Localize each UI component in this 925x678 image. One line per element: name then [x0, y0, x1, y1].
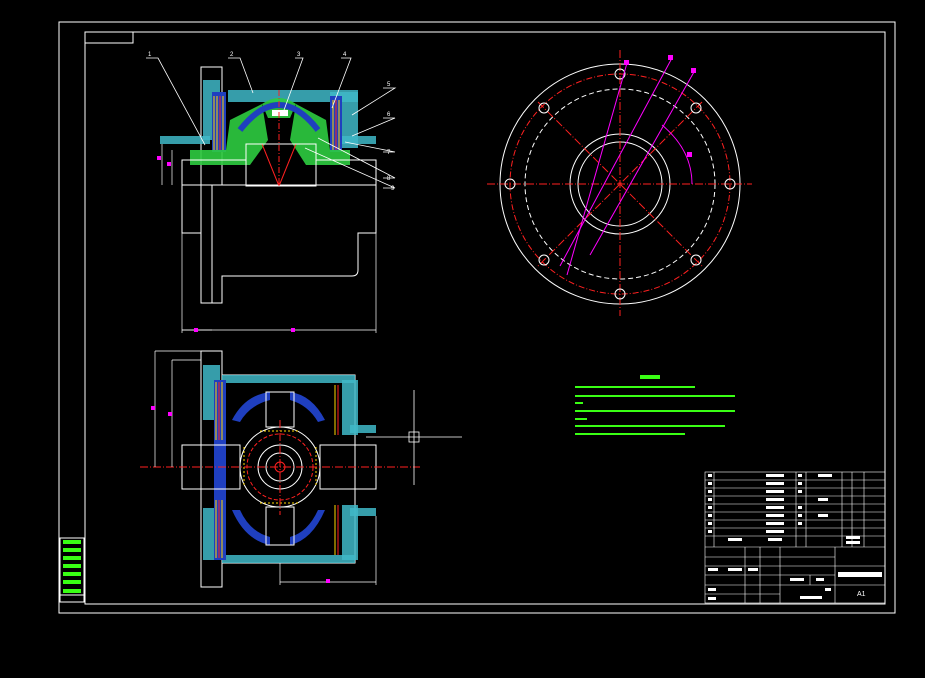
sheet-size-label: A1 — [857, 591, 866, 598]
dimension-tag — [157, 156, 161, 160]
right-shaft-hatch — [340, 136, 376, 144]
dimension-tag — [168, 412, 172, 416]
note-line — [575, 395, 735, 397]
right-shaft-hatch — [350, 508, 376, 516]
section-tag — [668, 55, 673, 60]
technical-notes — [575, 375, 735, 435]
angle-tag — [687, 152, 692, 157]
angle-arc — [661, 124, 693, 185]
callout-5: 5 — [387, 82, 391, 88]
cone-line — [261, 143, 280, 187]
end-view — [487, 50, 752, 316]
dimension-tag — [326, 579, 330, 583]
callout-8: 8 — [387, 176, 391, 182]
callout-2: 2 — [230, 52, 234, 58]
dimension-lines-front — [161, 144, 377, 333]
callout-1: 1 — [148, 52, 152, 58]
outer-sheet-border — [58, 21, 896, 614]
top-cover-hatch — [228, 90, 358, 102]
section-line — [559, 57, 673, 267]
shoe-top-left — [232, 392, 270, 422]
dimension-tag — [167, 162, 171, 166]
note-line — [575, 418, 587, 420]
section-line — [589, 71, 695, 256]
crosshair-cursor — [366, 390, 462, 485]
right-output-hub — [315, 159, 377, 186]
revision-strip — [59, 537, 85, 603]
left-output-hub — [181, 159, 247, 186]
section-tag — [624, 60, 629, 65]
left-gear-rim — [214, 380, 226, 560]
friction-plates-left — [213, 96, 224, 150]
dimension-tag — [194, 328, 198, 332]
notes-title — [640, 375, 660, 379]
shoe-bottom-right — [290, 510, 325, 545]
right-shaft-hatch — [350, 425, 376, 433]
section-tag — [691, 68, 696, 73]
note-line — [575, 425, 725, 427]
section-line — [566, 62, 628, 276]
note-line — [575, 410, 735, 412]
right-housing-hatch — [342, 505, 358, 560]
note-line — [575, 402, 583, 404]
note-line — [575, 433, 685, 435]
drawing-title-box — [838, 572, 882, 577]
shoe-top-right — [290, 392, 325, 422]
bolt-holes — [504, 68, 736, 300]
left-shaft-hatch — [160, 136, 210, 144]
callout-leaders — [146, 57, 397, 189]
friction-plates-right — [332, 100, 340, 150]
housing-outline — [181, 184, 377, 304]
note-line — [575, 386, 695, 388]
drawing-number-box — [84, 31, 134, 44]
inner-drawing-frame — [84, 31, 886, 605]
top-section-view — [140, 350, 462, 588]
cone-line — [278, 143, 297, 187]
dimension-tag — [291, 328, 295, 332]
callout-4: 4 — [343, 52, 347, 58]
callout-6: 6 — [387, 112, 391, 118]
shoe-bottom-left — [232, 510, 270, 545]
callout-7: 7 — [387, 150, 391, 156]
right-housing-hatch — [342, 380, 358, 435]
callout-3: 3 — [297, 52, 301, 58]
dimension-tag — [151, 406, 155, 410]
callout-9: 9 — [391, 186, 395, 192]
cross-pin — [272, 110, 288, 116]
friction-plates — [215, 382, 339, 558]
bottom-housing-hatch — [222, 555, 355, 563]
front-section-view: 1 2 3 4 5 6 7 8 9 — [146, 52, 397, 333]
title-block — [704, 471, 886, 604]
top-housing-hatch — [222, 375, 355, 383]
cross-arm-bottom — [265, 506, 295, 546]
title-block-text — [708, 474, 882, 600]
